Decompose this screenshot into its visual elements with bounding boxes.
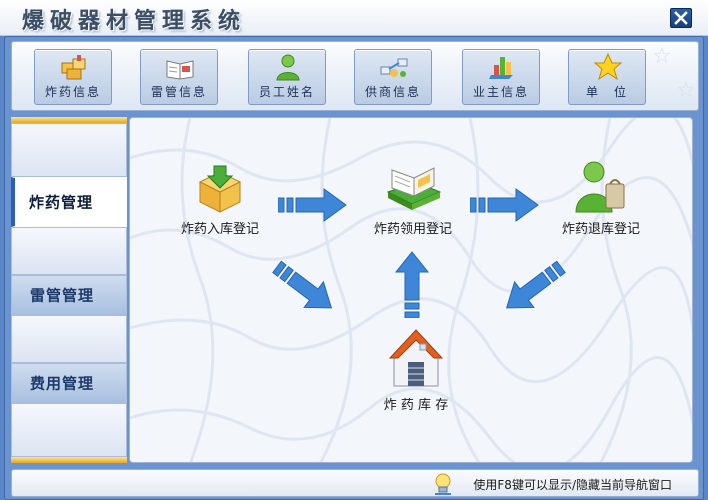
arrow-right-icon <box>278 188 347 222</box>
nav-item-detonator-management[interactable]: 雷管管理 <box>11 275 127 315</box>
nav-item-blank[interactable] <box>11 315 127 363</box>
node-label: 炸药领用登记 <box>373 222 452 237</box>
toolbar-button-label: 供商信息 <box>364 85 421 99</box>
arrow-up-icon <box>394 251 430 318</box>
bar-chart-icon <box>489 57 513 79</box>
nav-item-blank[interactable] <box>11 403 127 457</box>
node-label: 炸药入库登记 <box>180 222 259 237</box>
app-title: 爆破器材管理系统 <box>22 9 247 34</box>
nav-item-label: 费用管理 <box>30 374 95 393</box>
node-label: 炸药退库登记 <box>561 222 640 237</box>
toolbar-button-unit[interactable]: 单 位 <box>568 49 646 105</box>
toolbar-button-label: 员工姓名 <box>258 85 315 99</box>
lightbulb-icon <box>435 473 451 495</box>
open-book-icon <box>166 60 194 80</box>
supplier-network-icon <box>380 58 408 77</box>
toolbar-button-label: 炸药信息 <box>44 85 101 99</box>
nav-item-blank[interactable] <box>11 123 127 177</box>
toolbar-button-employee-name[interactable]: 员工姓名 <box>248 49 326 105</box>
node-explosive-return[interactable]: 炸药退库登记 <box>546 158 656 237</box>
background-pattern <box>130 118 692 462</box>
star-icon <box>593 53 623 81</box>
nav-item-explosive-management[interactable]: 炸药管理 <box>11 177 127 227</box>
explosive-boxes-icon <box>61 55 86 80</box>
nav-item-blank[interactable] <box>11 227 127 275</box>
toolbar: ☆ ☆ ☆ 炸药信息 雷管信息 <box>11 41 699 111</box>
node-explosive-stock[interactable]: 炸 药 库 存 <box>366 328 466 413</box>
workflow-panel: 炸药入库登记 炸药领用登记 炸药退库登记 <box>129 117 693 463</box>
node-label: 炸 药 库 存 <box>383 398 449 413</box>
title-bar: 爆破器材管理系统 <box>0 0 708 36</box>
status-text: 使用F8键可以显示/隐藏当前导航窗口 <box>473 478 672 492</box>
user-with-bag-icon <box>575 161 625 213</box>
toolbar-button-label: 单 位 <box>585 85 628 99</box>
nav-gold-bar <box>11 117 127 123</box>
warehouse-house-icon <box>388 329 444 387</box>
node-explosive-use[interactable]: 炸药领用登记 <box>358 162 468 237</box>
arrow-down-left-icon <box>505 260 566 309</box>
user-icon <box>276 54 300 81</box>
toolbar-button-label: 业主信息 <box>472 85 529 99</box>
toolbar-button-label: 雷管信息 <box>150 85 207 99</box>
toolbar-button-owner-info[interactable]: 业主信息 <box>462 49 540 105</box>
close-button[interactable] <box>670 8 692 28</box>
arrow-right-icon <box>470 188 539 222</box>
close-icon <box>674 11 688 25</box>
books-icon <box>386 167 442 210</box>
nav-item-label: 炸药管理 <box>29 193 94 212</box>
toolbar-button-supplier-info[interactable]: 供商信息 <box>354 49 432 105</box>
node-explosive-inbound[interactable]: 炸药入库登记 <box>170 164 270 237</box>
decor-star-icon: ☆ <box>676 78 696 103</box>
toolbar-button-detonator-info[interactable]: 雷管信息 <box>140 49 218 105</box>
nav-item-cost-management[interactable]: 费用管理 <box>11 363 127 403</box>
decor-star-icon: ☆ <box>652 44 672 69</box>
main-frame: ☆ ☆ ☆ 炸药信息 雷管信息 <box>4 36 704 500</box>
nav-item-label: 雷管管理 <box>30 286 95 305</box>
inbound-box-icon <box>198 165 242 213</box>
side-navigation: 炸药管理 雷管管理 费用管理 <box>11 117 127 463</box>
nav-gold-bar <box>11 457 127 463</box>
toolbar-button-explosive-info[interactable]: 炸药信息 <box>34 49 112 105</box>
arrow-down-right-icon <box>272 260 333 309</box>
status-bar: 使用F8键可以显示/隐藏当前导航窗口 <box>11 469 699 497</box>
